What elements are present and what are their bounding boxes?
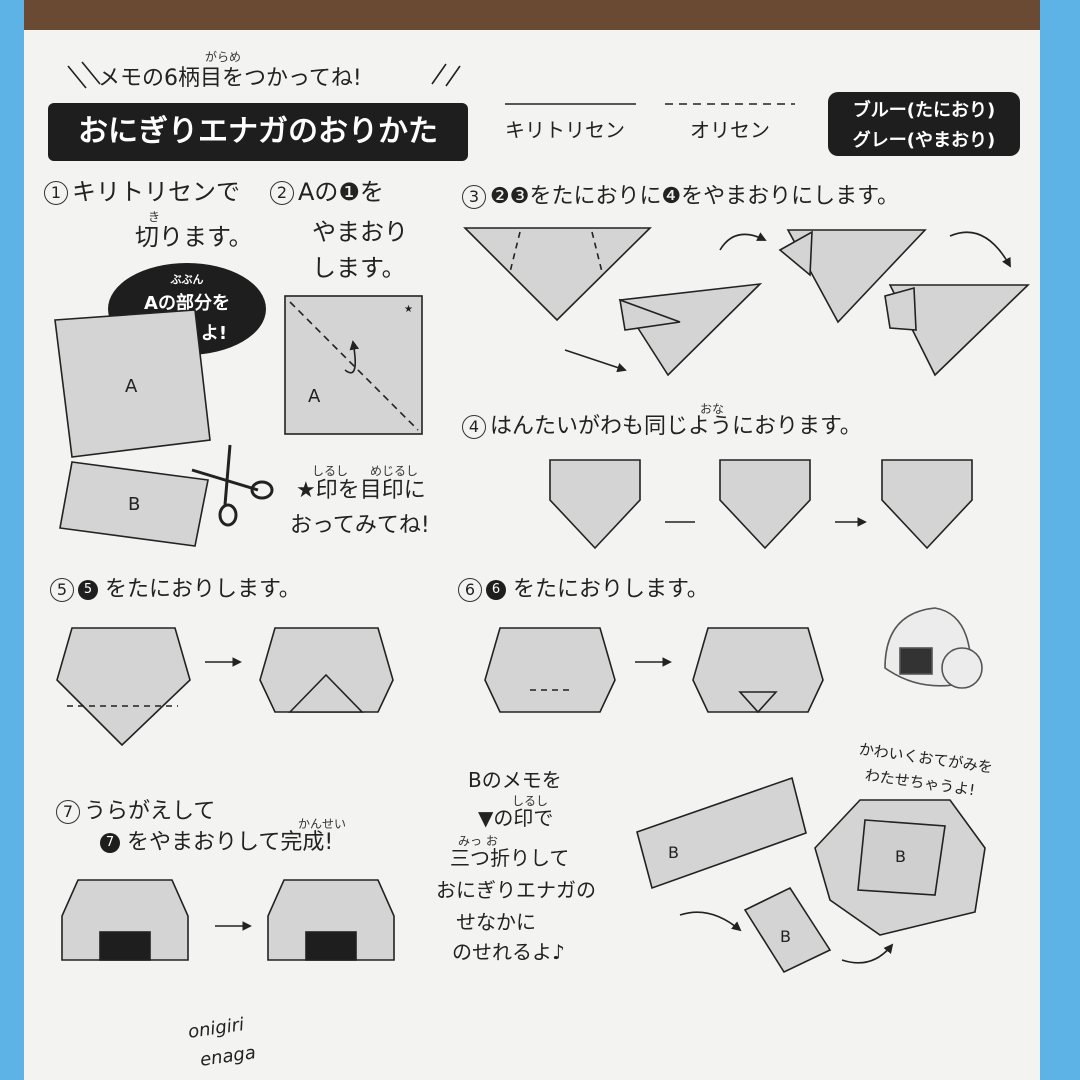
square-a-diagram: A ★ [284,295,423,435]
step-7-text: 7 をやまおりして完成! [100,832,333,854]
step-7-ruby: かんせい [298,817,347,831]
step-4-diagrams [549,459,973,550]
memo-line5: せなかに [456,910,536,934]
page-title: おにぎりエナガのおりかた [48,103,468,161]
memo-line1: Bのメモを [468,768,562,792]
subtitle-ruby: がらめ [205,50,242,64]
svg-text:B: B [895,847,906,866]
scissors-icon [191,444,274,527]
step-1-ruby: き [148,210,161,224]
memo-line6: のせれるよ♪ [452,940,565,964]
step-6-diagrams [484,627,824,714]
svg-text:B: B [780,927,791,946]
step-4-ruby: おな [700,402,725,416]
paper-b-diagram: B [59,461,209,547]
memo-pad-top-border [24,0,1040,30]
svg-text:A: A [125,376,138,397]
mark-note-line2: おってみてね! [290,513,430,538]
legend-gray: グレー(やまおり) [852,130,996,151]
svg-text:A: A [308,386,321,407]
mark-note-line1: ★印を目印に [296,478,426,503]
memo-ruby1: しるし [512,794,549,808]
svg-text:B: B [668,843,679,862]
step-5-diagrams [56,627,394,747]
onigiri-mascot-illustration [884,607,983,689]
step-1-text: 切ります。 [135,223,253,251]
paper-a-diagram: A [54,309,211,458]
mark-ruby-1: しるし [312,464,349,478]
legend-cut-label: キリトリセン [505,118,625,142]
mark-ruby-2: めじるし [370,464,419,478]
legend-color-box: ブルー(たにおり) グレー(やまおり) [828,92,1020,156]
step-2-line2: やまおり [312,218,408,246]
memo-line2: ▼の印で [478,806,554,830]
memo-b-diagrams: B B B [636,776,986,974]
step-7-onigiri-diagrams [61,879,395,961]
memo-line3: 三つ折りして [450,846,570,870]
subtitle: メモの6柄目をつかってね! [98,66,362,91]
memo-line4: おにぎりエナガの [436,878,596,902]
legend-fold-label: オリセン [690,118,770,142]
svg-text:B: B [128,494,140,515]
legend-blue: ブルー(たにおり) [852,100,996,121]
step-3-diagrams [463,227,1030,377]
svg-text:★: ★ [404,304,413,315]
step-2-line3: します。 [312,254,406,282]
memo-ruby2: みっ お [458,834,498,848]
